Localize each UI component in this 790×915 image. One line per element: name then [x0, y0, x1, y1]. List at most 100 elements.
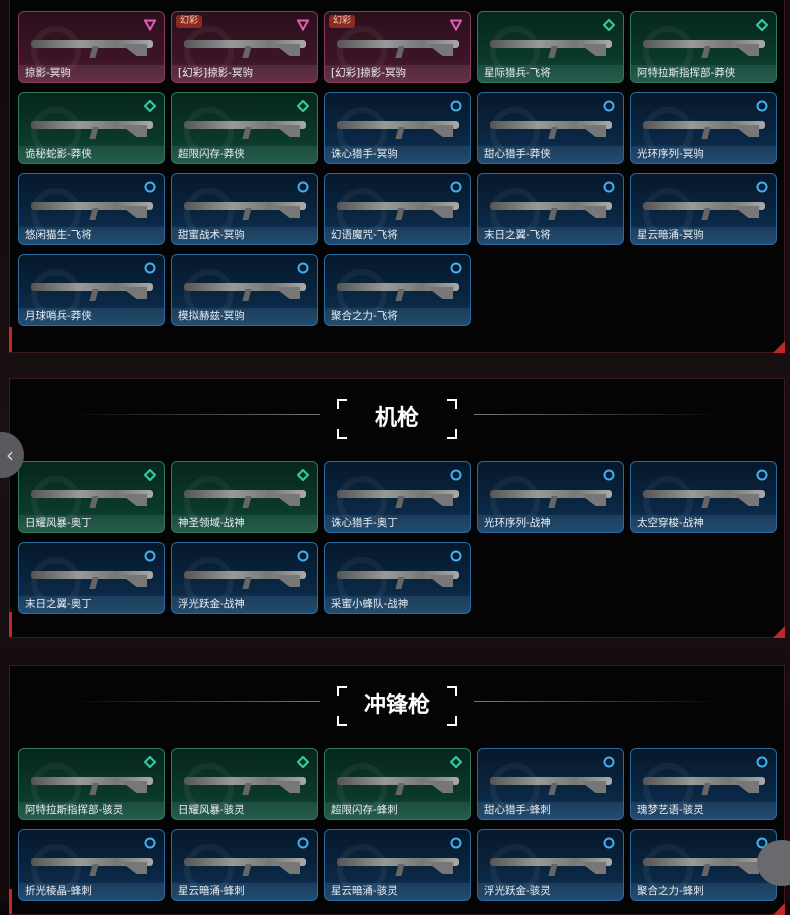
skin-card[interactable]: 甜心猎手-蜂刺	[477, 748, 624, 820]
circle-rarity-icon	[144, 547, 156, 562]
skin-card[interactable]: 瑰梦艺语-骇灵	[630, 748, 777, 820]
skin-name: 幻语魔咒-飞将	[325, 227, 470, 244]
rarity-emblem	[490, 476, 540, 526]
section-title-text: 冲锋枪	[363, 692, 430, 718]
rarity-emblem	[643, 188, 693, 238]
skin-card[interactable]: 阿特拉斯指挥部-莽侠	[630, 11, 777, 83]
skin-name: 聚合之力-蜂刺	[631, 883, 776, 900]
weapon-image	[31, 40, 153, 48]
rarity-emblem	[643, 476, 693, 526]
weapon-image	[184, 858, 306, 866]
rarity-emblem	[337, 26, 387, 76]
skin-card[interactable]: 末日之翼-飞将	[477, 173, 624, 245]
skin-card[interactable]: 浮光跃金-骇灵	[477, 829, 624, 901]
skin-card[interactable]: 月球哨兵-莽侠	[18, 254, 165, 326]
skin-card[interactable]: 诛心猎手-冥驹	[324, 92, 471, 164]
circle-rarity-icon	[603, 97, 615, 112]
weapon-image	[490, 40, 612, 48]
skin-card[interactable]: 诡秘蛇影-莽侠	[18, 92, 165, 164]
skin-card[interactable]: 超限闪存-莽侠	[171, 92, 318, 164]
skin-name: 日耀风暴-奥丁	[19, 515, 164, 532]
diamond-rarity-icon	[143, 466, 157, 482]
skin-card[interactable]: 掠影-冥驹	[18, 11, 165, 83]
card-grid: 阿特拉斯指挥部-骇灵日耀风暴-骇灵超限闪存-蜂刺甜心猎手-蜂刺瑰梦艺语-骇灵折光…	[18, 748, 777, 901]
weapon-image	[31, 490, 153, 498]
skin-card[interactable]: 诛心猎手-奥丁	[324, 461, 471, 533]
skin-card[interactable]: 浮光跃金-战神	[171, 542, 318, 614]
skin-name: 甜蜜战术-冥驹	[172, 227, 317, 244]
skin-name: 末日之翼-奥丁	[19, 596, 164, 613]
weapon-image	[31, 858, 153, 866]
rarity-emblem	[490, 26, 540, 76]
skin-name: 甜心猎手-蜂刺	[478, 802, 623, 819]
skin-name: 浮光跃金-战神	[172, 596, 317, 613]
skin-card[interactable]: 末日之翼-奥丁	[18, 542, 165, 614]
circle-rarity-icon	[450, 547, 462, 562]
skin-card[interactable]: 日耀风暴-骇灵	[171, 748, 318, 820]
rarity-emblem	[337, 557, 387, 607]
skin-card[interactable]: 幻彩[幻彩]掠影-冥驹	[171, 11, 318, 83]
skin-card[interactable]: 星云暗涌-蜂刺	[171, 829, 318, 901]
section-title-text: 机枪	[374, 405, 419, 431]
weapon-image	[31, 571, 153, 579]
circle-rarity-icon	[297, 259, 309, 274]
rarity-emblem	[184, 557, 234, 607]
skin-name: 悠闲猫生-飞将	[19, 227, 164, 244]
skin-name: 折光棱晶-蜂刺	[19, 883, 164, 900]
weapon-image	[184, 571, 306, 579]
skin-name: 模拟赫兹-冥驹	[172, 308, 317, 325]
skin-card[interactable]: 光环序列-冥驹	[630, 92, 777, 164]
circle-rarity-icon	[450, 259, 462, 274]
rarity-emblem	[31, 763, 81, 813]
skin-card[interactable]: 光环序列-战神	[477, 461, 624, 533]
skin-card[interactable]: 星云暗涌-骇灵	[324, 829, 471, 901]
weapon-image	[337, 202, 459, 210]
skin-card[interactable]: 星云暗涌-冥驹	[630, 173, 777, 245]
skin-card[interactable]: 日耀风暴-奥丁	[18, 461, 165, 533]
rarity-emblem	[184, 269, 234, 319]
weapon-image	[337, 490, 459, 498]
skin-name: 太空穿梭-战神	[631, 515, 776, 532]
weapon-image	[643, 777, 765, 785]
diamond-rarity-icon	[143, 97, 157, 113]
rarity-emblem	[490, 763, 540, 813]
circle-rarity-icon	[450, 466, 462, 481]
skin-card[interactable]: 模拟赫兹-冥驹	[171, 254, 318, 326]
rarity-emblem	[31, 188, 81, 238]
weapon-image	[490, 202, 612, 210]
skin-name: 星云暗涌-冥驹	[631, 227, 776, 244]
floating-button[interactable]	[757, 840, 790, 886]
skin-card[interactable]: 幻语魔咒-飞将	[324, 173, 471, 245]
skin-card[interactable]: 神圣领域-战神	[171, 461, 318, 533]
rarity-emblem	[31, 844, 81, 894]
skin-card[interactable]: 太空穿梭-战神	[630, 461, 777, 533]
rarity-emblem	[31, 476, 81, 526]
triangle-rarity-icon	[143, 16, 157, 32]
skin-card[interactable]: 甜蜜战术-冥驹	[171, 173, 318, 245]
circle-rarity-icon	[603, 466, 615, 481]
skin-name: 日耀风暴-骇灵	[172, 802, 317, 819]
skin-card[interactable]: 采蜜小蜂队-战神	[324, 542, 471, 614]
skin-name: 星云暗涌-骇灵	[325, 883, 470, 900]
diamond-rarity-icon	[602, 16, 616, 32]
skin-card[interactable]: 悠闲猫生-飞将	[18, 173, 165, 245]
skin-card[interactable]: 甜心猎手-莽侠	[477, 92, 624, 164]
skin-card[interactable]: 折光棱晶-蜂刺	[18, 829, 165, 901]
skin-card[interactable]: 阿特拉斯指挥部-骇灵	[18, 748, 165, 820]
diamond-rarity-icon	[296, 753, 310, 769]
triangle-rarity-icon	[296, 16, 310, 32]
skin-card[interactable]: 聚合之力-蜂刺	[630, 829, 777, 901]
rarity-emblem	[184, 26, 234, 76]
circle-rarity-icon	[756, 753, 768, 768]
rarity-emblem	[643, 107, 693, 157]
skin-card[interactable]: 聚合之力-飞将	[324, 254, 471, 326]
skin-name: 聚合之力-飞将	[325, 308, 470, 325]
weapon-image	[337, 777, 459, 785]
weapon-image	[337, 121, 459, 129]
skin-card[interactable]: 星际猎兵-飞将	[477, 11, 624, 83]
skin-card[interactable]: 超限闪存-蜂刺	[324, 748, 471, 820]
rarity-emblem	[184, 476, 234, 526]
weapon-image	[490, 490, 612, 498]
skin-card[interactable]: 幻彩[幻彩]掠影-冥驹	[324, 11, 471, 83]
weapon-image	[184, 202, 306, 210]
